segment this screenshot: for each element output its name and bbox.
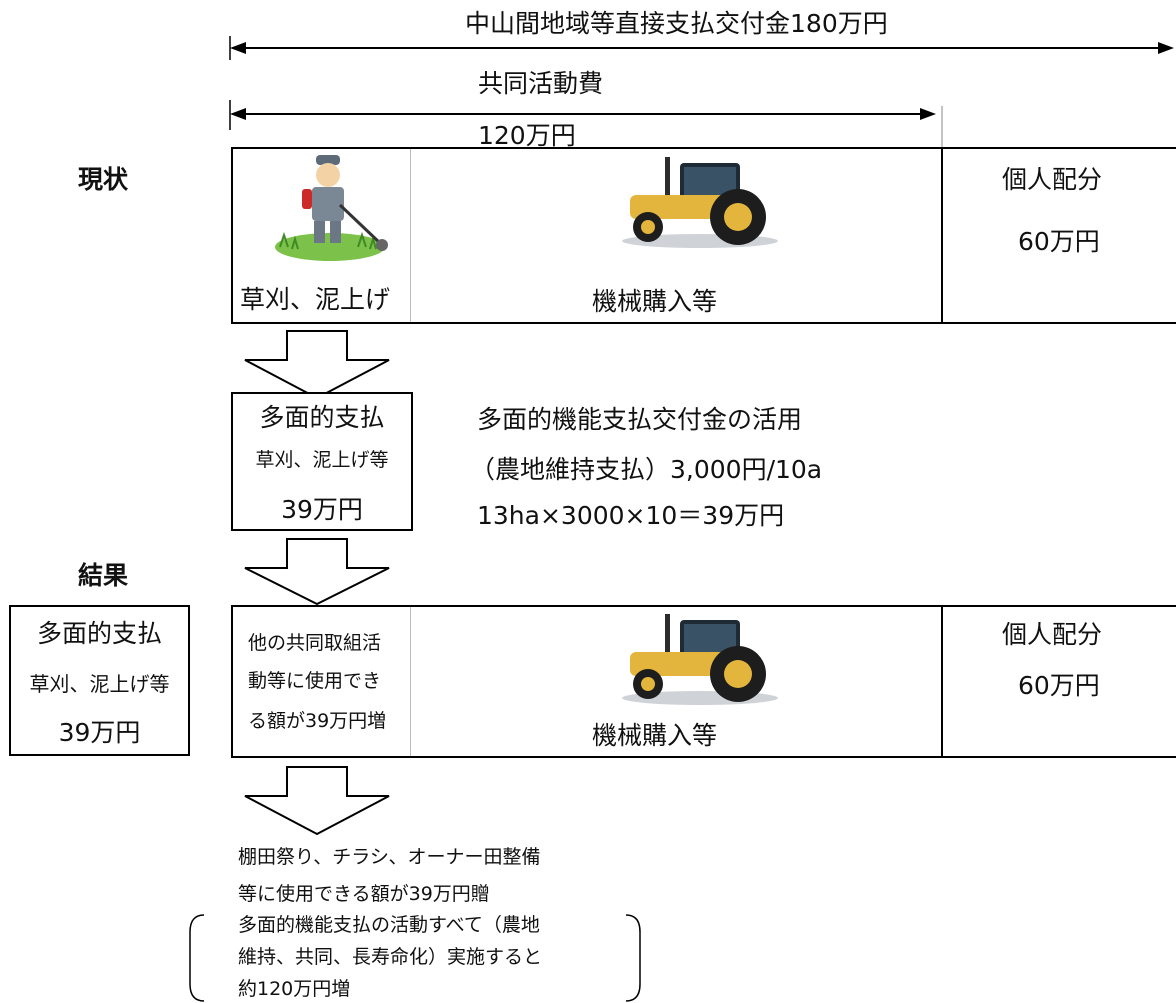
down-arrow-1 — [244, 330, 390, 400]
multi-payment-subtitle: 草刈、泥上げ等 — [255, 449, 389, 471]
tractor-icon — [622, 157, 778, 248]
mowing-worker-illustration — [275, 155, 388, 261]
tractor-icon — [622, 614, 778, 705]
personal-allocation-label: 個人配分 — [1002, 165, 1103, 194]
bottom-note-line4: 維持、共同、長寿命化）実施すると — [238, 946, 543, 968]
mowing-label: 草刈、泥上げ — [240, 285, 391, 314]
result-side-subtitle: 草刈、泥上げ等 — [29, 672, 170, 696]
common-activity-amount: 120万円 — [478, 121, 576, 150]
multi-note-line2: （農地維持支払）3,000円/10a — [470, 455, 823, 484]
down-arrow-3 — [244, 766, 390, 836]
machine-purchase-label: 機械購入等 — [592, 287, 718, 316]
bottom-note-line5: 約120万円増 — [238, 978, 351, 1000]
down-arrow-2 — [244, 538, 390, 606]
other-activity-line2: 動等に使用でき — [248, 670, 382, 692]
multi-payment-amount: 39万円 — [281, 495, 363, 524]
result-side-title: 多面的支払 — [36, 619, 162, 648]
other-activity-line1: 他の共同取組活 — [248, 632, 382, 654]
multi-payment-title: 多面的支払 — [259, 403, 385, 432]
multi-payment-box — [231, 392, 413, 531]
result-personal-amount: 60万円 — [1018, 671, 1100, 700]
result-side-box — [9, 605, 190, 756]
common-span-arrow — [229, 100, 943, 148]
result-machine-label: 機械購入等 — [592, 721, 718, 750]
personal-allocation-amount: 60万円 — [1018, 227, 1100, 256]
bottom-note-line2: 等に使用できる額が39万円贈 — [238, 883, 490, 905]
common-activity-label: 共同活動費 — [478, 69, 604, 98]
current-heading: 現状 — [78, 165, 129, 194]
bottom-note-line1: 棚田祭り、チラシ、オーナー田整備 — [238, 846, 541, 868]
result-side-amount: 39万円 — [58, 718, 141, 747]
result-heading: 結果 — [78, 561, 129, 590]
multi-note-line3: 13ha×3000×10＝39万円 — [477, 501, 785, 530]
bracket-frame — [189, 914, 641, 1002]
total-subsidy-label: 中山間地域等直接支払交付金180万円 — [465, 9, 888, 38]
total-span-arrow — [229, 36, 1174, 60]
bottom-note-line3: 多面的機能支払の活動すべて（農地 — [238, 914, 540, 936]
multi-note-line1: 多面的機能支払交付金の活用 — [477, 405, 803, 434]
result-personal-label: 個人配分 — [1002, 620, 1103, 649]
other-activity-line3: る額が39万円増 — [248, 710, 387, 732]
